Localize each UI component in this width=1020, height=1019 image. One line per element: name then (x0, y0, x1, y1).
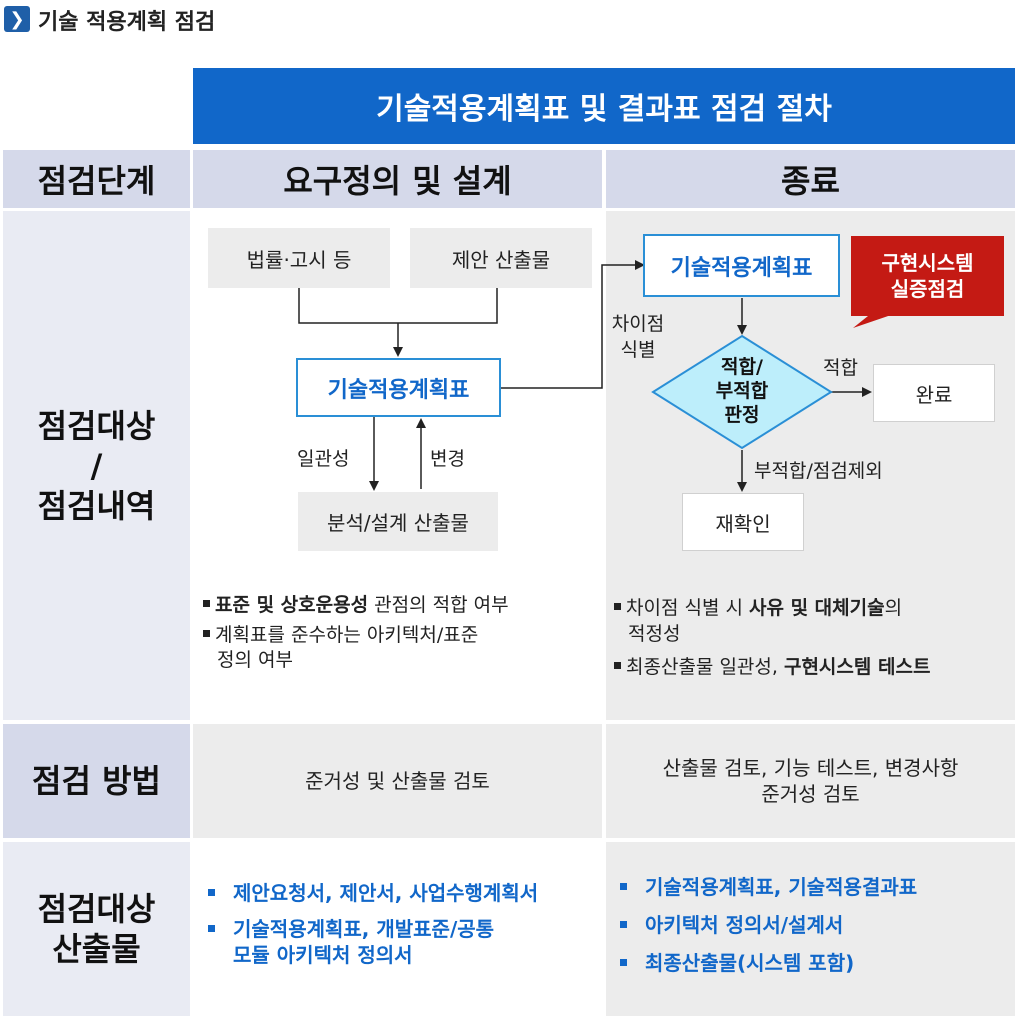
bullet-text: 최종산출물 일관성, (626, 656, 784, 679)
output-text: 아키텍처 정의서/설계서 (645, 913, 844, 937)
diff-label-line: 식별 (620, 338, 656, 361)
left-flow-panel (193, 211, 602, 720)
decision-line: 판정 (724, 403, 760, 426)
unfit-label: 부적합/점검제외 (754, 460, 883, 482)
bullet-continuation: 정의 여부 (217, 649, 293, 672)
outputs-right-panel (606, 842, 1015, 1016)
header-stage: 점검단계 (3, 150, 190, 208)
plan-box-left: 기술적용계획표 (296, 358, 501, 417)
diff-arrow (501, 260, 645, 389)
section-title: 기술 적용계획 점검 (38, 10, 216, 35)
header-completion: 종료 (606, 150, 1015, 208)
implementation-verification-callout: 구현시스템 실증점검 (851, 236, 1004, 316)
output-item: 제안요청서, 제안서, 사업수행계획서 (208, 880, 598, 906)
bullet-text: 관점의 적합 여부 (368, 594, 509, 616)
bullet-square-icon (208, 889, 215, 896)
right-bullet-list: 차이점 식별 시 사유 및 대체기술의 적정성 최종산출물 일관성, 구현시스템… (614, 596, 1014, 681)
row-label-line: 점검내역 (37, 486, 156, 525)
row-label-targets: 점검대상 / 점검내역 (3, 211, 190, 720)
change-label: 변경 (430, 448, 465, 470)
bullet-bold-text: 표준 및 상호운용성 (215, 594, 369, 616)
output-item: 아키텍처 정의서/설계서 (620, 912, 1010, 938)
bullet-square-icon (208, 925, 215, 932)
row-label-line: 산출물 (52, 930, 141, 968)
law-box: 법률·고시 등 (208, 228, 390, 288)
left-bullet: 계획표를 준수하는 아키텍처/표준 (203, 623, 598, 649)
bullet-square-icon (620, 883, 627, 890)
output-item: 기술적용계획표, 개발표준/공통 (208, 916, 598, 942)
right-bullet: 차이점 식별 시 사유 및 대체기술의 (614, 596, 1014, 622)
bullet-continuation: 적정성 (628, 622, 681, 645)
fit-label: 적합 (823, 357, 858, 379)
output-text: 최종산출물(시스템 포함) (645, 951, 855, 975)
recheck-box: 재확인 (682, 493, 804, 551)
diagram-banner: 기술적용계획표 및 결과표 점검 절차 (193, 68, 1015, 144)
right-bullet: 최종산출물 일관성, 구현시스템 테스트 (614, 655, 1014, 681)
row-label-line: 점검대상 (37, 890, 156, 928)
bullet-text: 차이점 식별 시 (626, 597, 749, 619)
chevron-right-icon: ❯ (4, 6, 30, 32)
method-right: 산출물 검토, 기능 테스트, 변경사항 준거성 검토 (606, 724, 1015, 838)
decision-line: 적합/ (721, 356, 763, 379)
output-continuation: 모듈 아키텍처 정의서 (233, 943, 413, 967)
output-text: 기술적용계획표, 개발표준/공통 (233, 917, 495, 941)
done-box: 완료 (873, 364, 995, 422)
row-label-line: / (90, 446, 103, 485)
bullet-text: 의 (884, 597, 903, 619)
callout-line: 실증점검 (890, 277, 965, 301)
method-line: 산출물 검토, 기능 테스트, 변경사항 (662, 756, 959, 780)
row-label-method: 점검 방법 (3, 724, 190, 838)
bullet-square-icon (203, 629, 210, 637)
decision-line: 부적합 (715, 380, 769, 403)
left-bullet: 표준 및 상호운용성 관점의 적합 여부 (203, 593, 598, 619)
output-right-list: 기술적용계획표, 기술적용결과표 아키텍처 정의서/설계서 최종산출물(시스템 … (620, 874, 1010, 976)
bullet-square-icon (203, 600, 210, 607)
left-bullet-list: 표준 및 상호운용성 관점의 적합 여부 계획표를 준수하는 아키텍처/표준 정… (203, 593, 598, 674)
outputs-left-panel (193, 842, 602, 1016)
output-text: 기술적용계획표, 기술적용결과표 (645, 875, 918, 899)
bullet-square-icon (620, 959, 627, 966)
design-output-box: 분석/설계 산출물 (298, 492, 498, 551)
bullet-square-icon (614, 603, 621, 610)
bullet-bold-text: 구현시스템 테스트 (783, 656, 931, 679)
callout-line: 구현시스템 (881, 251, 974, 275)
output-left-list: 제안요청서, 제안서, 사업수행계획서 기술적용계획표, 개발표준/공통 모듈 … (208, 880, 598, 968)
consistency-label: 일관성 (297, 448, 350, 470)
row-label-line: 점검대상 (37, 406, 156, 445)
output-item: 최종산출물(시스템 포함) (620, 950, 1010, 976)
diff-identify-label: 차이점 식별 (607, 312, 669, 363)
merge-connector (298, 288, 498, 324)
bullet-square-icon (614, 662, 621, 670)
diff-label-line: 차이점 (611, 313, 665, 335)
header-requirements-design: 요구정의 및 설계 (193, 150, 602, 208)
method-line: 준거성 검토 (761, 782, 860, 806)
decision-diamond (651, 334, 833, 450)
bullet-square-icon (620, 921, 627, 928)
row-label-outputs: 점검대상 산출물 (3, 842, 190, 1016)
plan-box-right: 기술적용계획표 (643, 234, 840, 297)
bullet-text: 계획표를 준수하는 아키텍처/표준 (215, 623, 479, 646)
method-left: 준거성 및 산출물 검토 (193, 724, 602, 838)
decision-label: 적합/ 부적합 판정 (692, 352, 792, 432)
bullet-bold-text: 사유 및 대체기술 (749, 597, 885, 619)
proposal-output-box: 제안 산출물 (410, 228, 592, 288)
output-item: 기술적용계획표, 기술적용결과표 (620, 874, 1010, 900)
output-text: 제안요청서, 제안서, 사업수행계획서 (233, 881, 539, 905)
callout-tail (853, 312, 900, 328)
